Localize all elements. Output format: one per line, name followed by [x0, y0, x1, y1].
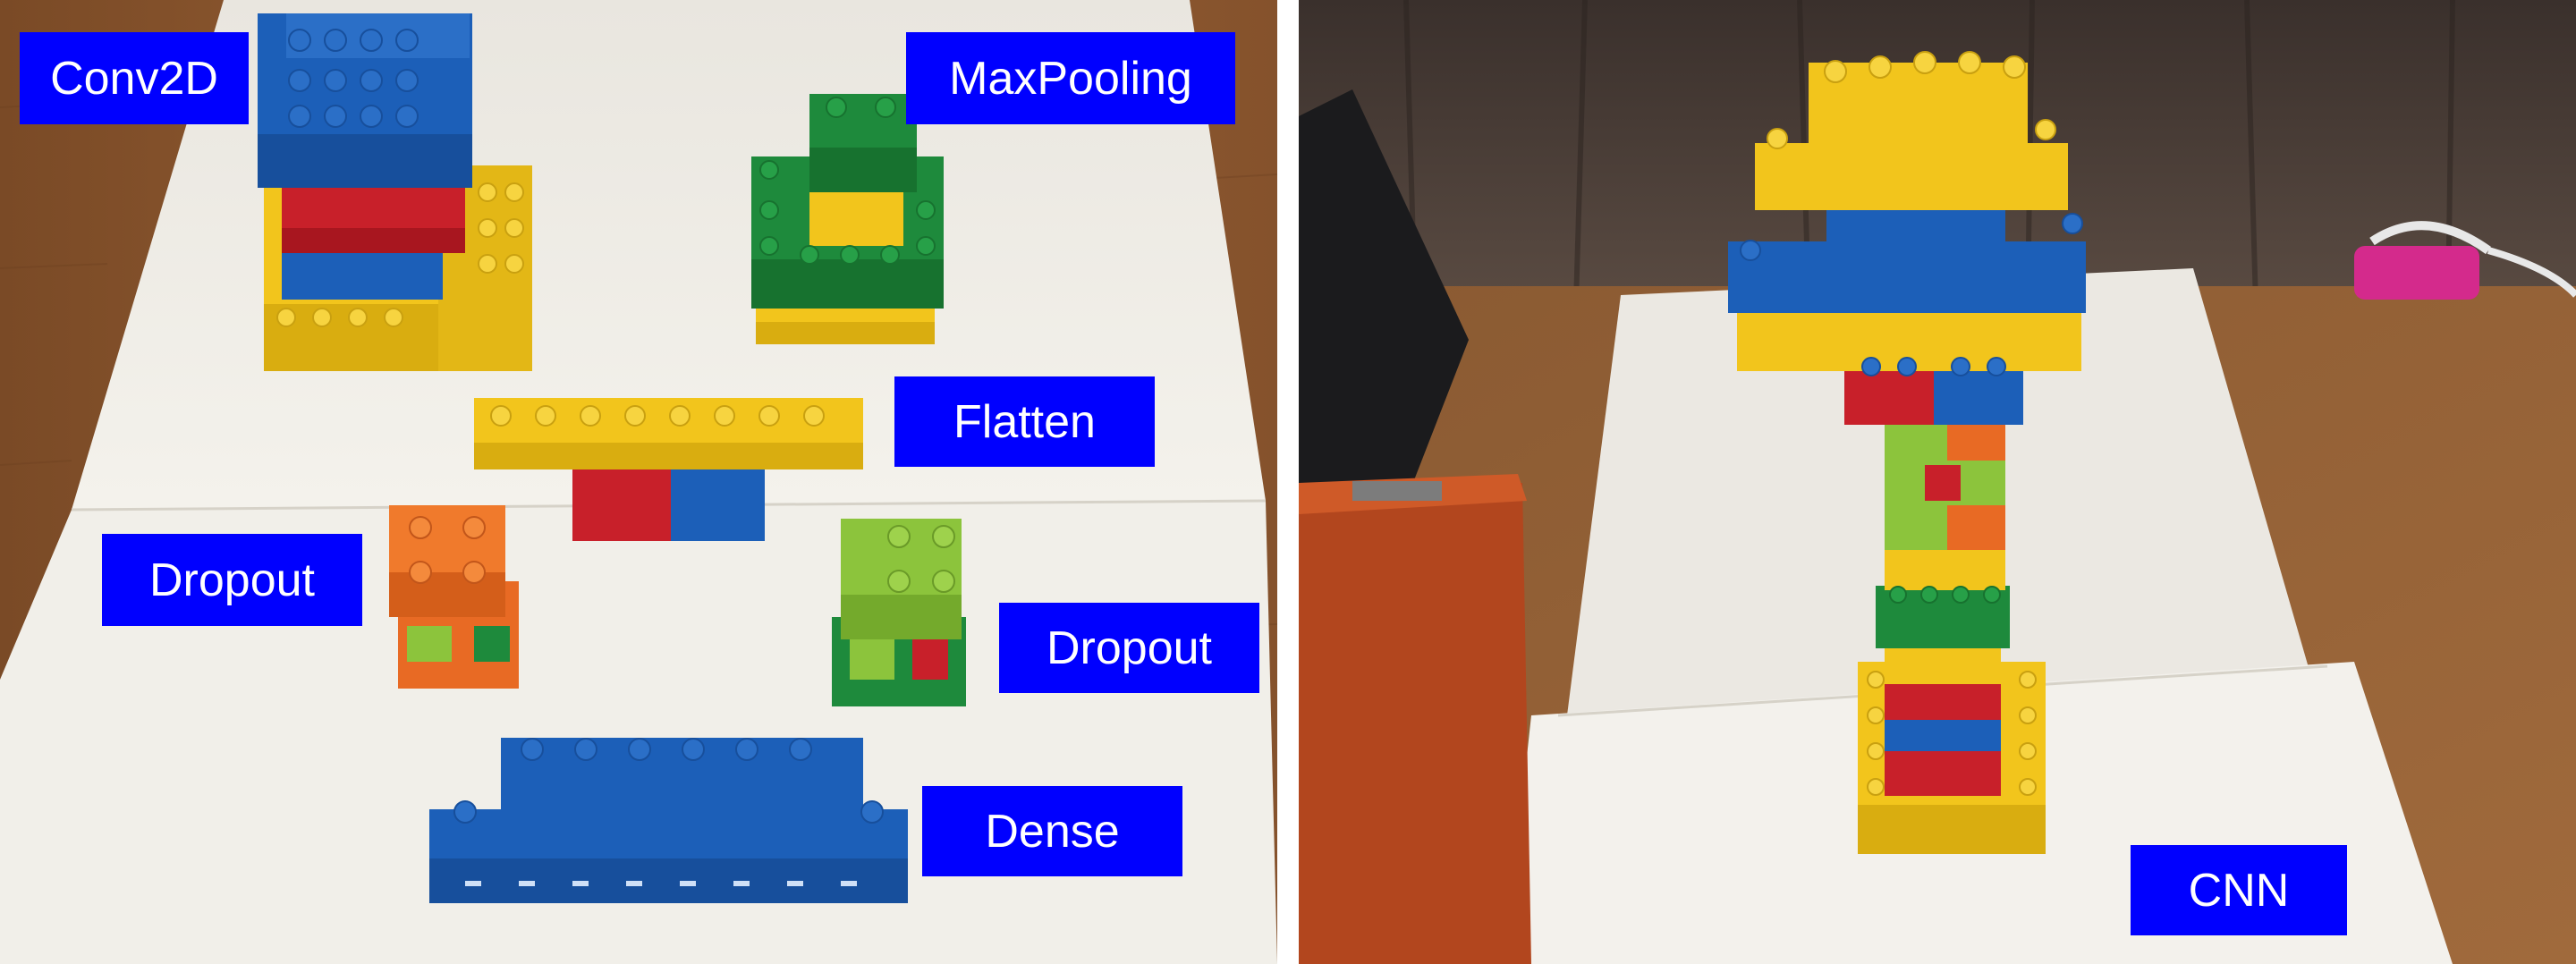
dense-brick-stack	[429, 738, 908, 903]
maxpooling-brick-stack	[751, 94, 944, 344]
flatten-label: Flatten	[894, 376, 1155, 467]
flatten-brick-stack	[474, 398, 863, 541]
conv2d-brick-stack	[258, 13, 532, 371]
laptop	[1299, 89, 1531, 964]
maxpooling-label: MaxPooling	[906, 32, 1235, 124]
dropout-label-2: Dropout	[999, 603, 1259, 693]
conv2d-label: Conv2D	[20, 32, 249, 124]
right-photo-cnn-tower: CNN	[1299, 0, 2576, 964]
cable-clip	[2354, 221, 2576, 300]
dense-label: Dense	[922, 786, 1182, 876]
cnn-tower	[1728, 51, 2086, 854]
right-photo-scene	[1299, 0, 2576, 964]
dropout-brick-stack-1	[389, 505, 519, 689]
dropout-label-1: Dropout	[102, 534, 362, 626]
left-photo-layer-bricks: Conv2D MaxPooling Flatten Dropout Dropou…	[0, 0, 1277, 964]
dropout-brick-stack-2	[832, 519, 966, 706]
cnn-label: CNN	[2131, 845, 2347, 935]
